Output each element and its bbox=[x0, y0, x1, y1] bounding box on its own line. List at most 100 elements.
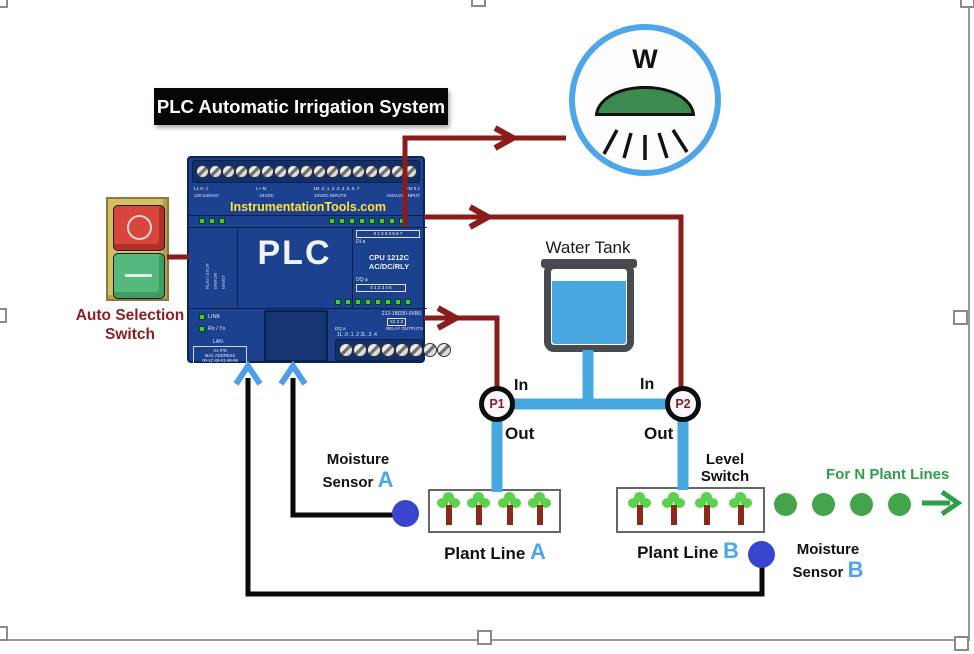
screw-terminal bbox=[367, 343, 381, 357]
selection-handle[interactable] bbox=[954, 636, 969, 651]
screw-terminal bbox=[222, 165, 235, 178]
terminal-group: L1 N ⏚ bbox=[194, 186, 210, 191]
inputs-label: 24VDC INPUTS bbox=[314, 193, 347, 198]
plant-line-dot bbox=[888, 493, 911, 516]
lan-label: LAN bbox=[213, 339, 223, 345]
terminal-group: 2M 0 1 bbox=[406, 186, 420, 191]
screw-terminal bbox=[300, 165, 313, 178]
led-indicator bbox=[329, 218, 335, 224]
terminal-group: 1M .0 .1 .2 .3 .4 .5 .6 .7 bbox=[313, 186, 360, 191]
plc-unit: L1 N ⏚ L+ M 1M .0 .1 .2 .3 .4 .5 .6 .7 2… bbox=[187, 156, 451, 365]
led-indicator bbox=[339, 218, 345, 224]
led-indicator bbox=[405, 299, 411, 305]
arrow-right-icon bbox=[940, 489, 963, 517]
page-title: PLC Automatic Irrigation System bbox=[154, 88, 448, 125]
di-terminal-row: 0 1 2 3 4 5 6 7 bbox=[356, 230, 420, 238]
tank-lid bbox=[541, 259, 637, 268]
arrow-up-icon bbox=[233, 360, 263, 386]
led-indicator bbox=[359, 218, 365, 224]
cpu-type: AC/DC/RLY bbox=[368, 262, 410, 271]
screw-terminal bbox=[365, 165, 378, 178]
status-led-strip bbox=[199, 218, 225, 224]
screw-terminal bbox=[353, 343, 367, 357]
out-label-p1: Out bbox=[505, 424, 535, 443]
led-indicator bbox=[389, 218, 395, 224]
auto-switch-label: Auto Selection Switch bbox=[64, 306, 196, 344]
terminal-sublabels: 120-240VAC 24VDC 24VDC INPUTS ANALOG INP… bbox=[194, 193, 420, 198]
water-tank bbox=[541, 259, 637, 352]
screw-terminal bbox=[339, 165, 352, 178]
plant-line-b-name: Plant Line bbox=[637, 543, 719, 562]
pump-p1: P1 bbox=[479, 386, 515, 422]
plc-big-label: PLC bbox=[257, 234, 332, 272]
screw-terminal bbox=[423, 343, 437, 357]
link-label: LINK bbox=[208, 314, 221, 320]
led-indicator bbox=[365, 299, 371, 305]
relay-header: DQ a RELAY OUTPUTS bbox=[335, 326, 423, 331]
led-indicator bbox=[399, 218, 405, 224]
start-button[interactable] bbox=[113, 253, 165, 299]
level-switch-line2: Switch bbox=[700, 468, 750, 485]
pump-p2: P2 bbox=[665, 386, 701, 422]
screw-terminal bbox=[313, 165, 326, 178]
stop-button[interactable] bbox=[113, 205, 165, 251]
mac-value: 00-1C-06-01-99-99 bbox=[202, 358, 238, 363]
tank-water bbox=[552, 281, 626, 344]
plant-line-a-name: Plant Line bbox=[444, 544, 526, 563]
screw-terminal bbox=[261, 165, 274, 178]
selection-handle[interactable] bbox=[0, 308, 7, 323]
plant-line-dot bbox=[850, 493, 873, 516]
pump-p1-label: P1 bbox=[489, 397, 505, 411]
moisture-sensor-a-label: Moisture Sensor A bbox=[308, 450, 408, 493]
n-plant-lines-label: For N Plant Lines bbox=[826, 466, 950, 483]
tree-icon bbox=[695, 492, 719, 528]
screw-terminal bbox=[326, 165, 339, 178]
level-switch-line1: Level bbox=[705, 451, 745, 468]
relay-outputs-label: RELAY OUTPUTS bbox=[385, 326, 423, 331]
in-label-p1: In bbox=[514, 377, 529, 394]
led-indicator bbox=[219, 218, 225, 224]
arrow-up-icon bbox=[278, 360, 308, 386]
out-label-p2: Out bbox=[644, 424, 674, 443]
sensor-b-line2: Sensor bbox=[792, 564, 844, 581]
led-indicator bbox=[375, 299, 381, 305]
terminal-group: L+ M bbox=[256, 186, 267, 191]
screw-terminal bbox=[395, 343, 409, 357]
selection-handle[interactable] bbox=[960, 0, 974, 8]
selection-handle[interactable] bbox=[953, 310, 968, 325]
led-indicator bbox=[385, 299, 391, 305]
mode-led-labels: RUN / STOP ERROR MAINT bbox=[205, 233, 226, 289]
screw-terminal bbox=[378, 165, 391, 178]
tree-icon bbox=[497, 492, 522, 528]
moisture-sensor-b-label: Moisture Sensor B bbox=[778, 540, 878, 583]
water-tank-label: Water Tank bbox=[545, 238, 631, 257]
tree-icon bbox=[729, 492, 753, 528]
sensor-b-line1: Moisture bbox=[796, 541, 860, 558]
tree-icon bbox=[627, 492, 652, 528]
selection-handle[interactable] bbox=[471, 0, 486, 7]
di-label: DI a bbox=[356, 239, 366, 245]
pump-p2-label: P2 bbox=[675, 397, 691, 411]
screw-terminal bbox=[391, 165, 404, 178]
selection-handle[interactable] bbox=[477, 630, 492, 645]
led-indicator bbox=[345, 299, 351, 305]
level-switch-label: Level Switch bbox=[688, 451, 762, 485]
led-indicator bbox=[395, 299, 401, 305]
led-indicator bbox=[349, 218, 355, 224]
sensor-a-letter: A bbox=[377, 467, 394, 492]
panel-seam bbox=[352, 227, 353, 308]
error-label: ERROR bbox=[213, 272, 218, 289]
panel-seam bbox=[237, 227, 238, 308]
plant-line-dots bbox=[774, 493, 911, 516]
selection-handle[interactable] bbox=[0, 626, 8, 641]
selection-handle[interactable] bbox=[0, 0, 8, 8]
input-led-strip bbox=[329, 218, 405, 224]
screw-terminal bbox=[352, 165, 365, 178]
auto-selection-switch bbox=[106, 197, 169, 301]
relay-terminal-labels: 1L .0 .1 .2 2L .3 .4 bbox=[337, 332, 377, 338]
screw-terminal bbox=[274, 165, 287, 178]
plant-line-b-letter: B bbox=[723, 538, 739, 563]
plant-line-dot bbox=[812, 493, 835, 516]
mac-line: X1 P/N bbox=[213, 348, 227, 353]
